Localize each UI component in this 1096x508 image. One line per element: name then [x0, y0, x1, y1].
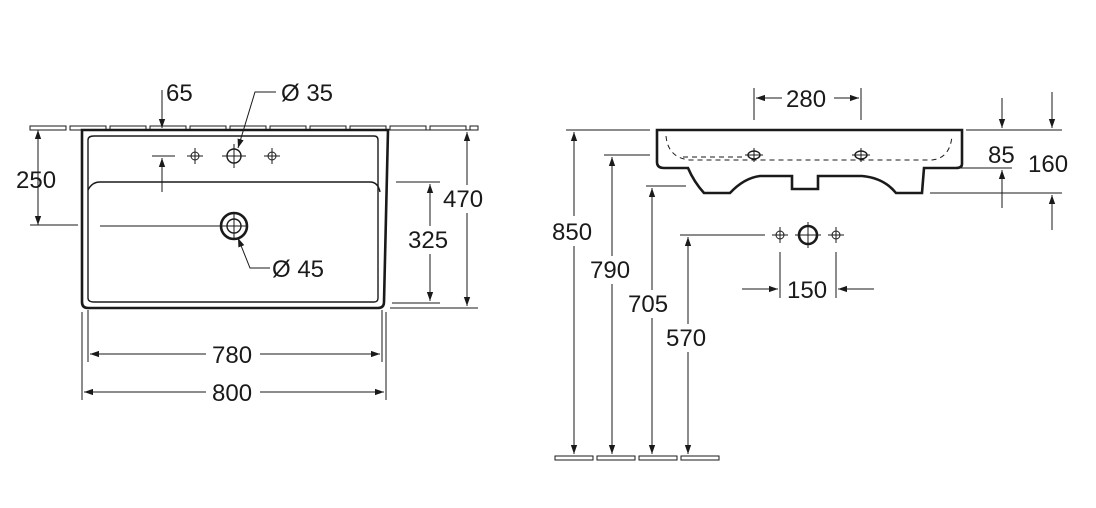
side-view: 280 85 160 850 790 705 570 — [552, 86, 1068, 461]
basin-side-profile — [655, 128, 964, 195]
dim-rim-height: 85 — [988, 142, 1015, 169]
dim-hole-spacing-top: 280 — [786, 86, 826, 113]
dim-height-850: 850 — [552, 219, 592, 246]
dim-height-570: 570 — [666, 325, 706, 352]
dim-tap-offset: 65 — [166, 80, 193, 107]
side-tap-hole-right — [852, 148, 870, 162]
wall-hole-center — [795, 222, 821, 248]
dim-total-height: 160 — [1028, 151, 1068, 178]
tap-hole-right-marker — [264, 148, 280, 164]
tap-hole-center — [222, 144, 246, 168]
dim-drain-hole-diameter: Ø 45 — [272, 256, 324, 283]
dim-overall-width: 800 — [212, 380, 252, 407]
tap-hole-left-marker — [187, 148, 203, 164]
dim-hole-spacing-wall: 150 — [787, 277, 827, 304]
dim-height-790: 790 — [590, 257, 630, 284]
dim-overall-depth: 470 — [443, 186, 483, 213]
dim-tap-depth: 250 — [16, 167, 56, 194]
wall-hole-left — [772, 227, 788, 243]
drain-hole — [100, 211, 249, 241]
floor-strip — [554, 455, 720, 461]
dim-tap-hole-diameter: Ø 35 — [281, 80, 333, 107]
dim-height-705: 705 — [628, 291, 668, 318]
wall-hole-right — [828, 227, 844, 243]
basin-outer-outline — [80, 128, 390, 310]
top-view: 65 Ø 35 Ø 45 250 470 325 780 — [16, 80, 483, 407]
basin-inner-dashed — [665, 135, 953, 161]
basin-inner-outline — [87, 135, 379, 303]
dim-inner-width: 780 — [212, 342, 252, 369]
side-tap-hole-left — [745, 148, 763, 162]
basin-shelf-edge — [87, 181, 381, 193]
dim-basin-depth: 325 — [408, 227, 448, 254]
